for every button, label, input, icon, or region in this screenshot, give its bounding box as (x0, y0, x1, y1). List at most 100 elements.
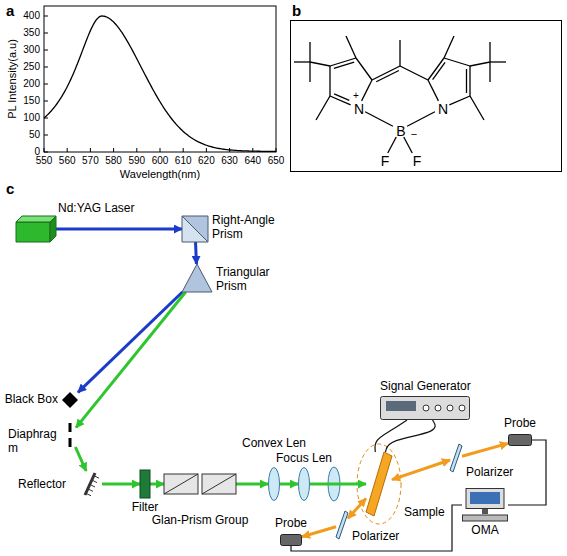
polarizer-plate: Polarizer (336, 511, 348, 539)
sample-cell: Sample (366, 452, 392, 516)
axis-tick: 550 (36, 155, 53, 167)
shape-part (381, 397, 470, 420)
shape-part (182, 216, 208, 242)
component-label: Probe (504, 417, 536, 431)
light-beam (236, 483, 268, 486)
shape-part (459, 405, 465, 411)
signal-wire (386, 420, 436, 452)
shape-part (281, 535, 302, 546)
double-bond (466, 69, 467, 93)
shape-part (164, 474, 198, 494)
shape-part (466, 489, 504, 509)
axis-tick: 200 (23, 78, 40, 90)
laser-source: Nd:YAG Laser (16, 216, 56, 242)
y-tick (44, 152, 48, 153)
shape-outline (366, 452, 392, 516)
shape-part (470, 492, 500, 504)
shape-part (336, 511, 348, 539)
signal-wire (375, 420, 407, 452)
shape-part (202, 474, 236, 494)
x-tick (160, 148, 161, 152)
diaphragm: Diaphrag m (64, 423, 76, 447)
bond (330, 96, 351, 105)
shape-part (299, 468, 310, 501)
axis-tick: 300 (23, 44, 40, 56)
y-tick (44, 16, 48, 17)
component-label: Polarizer (352, 530, 399, 544)
bond (470, 62, 490, 66)
triangular-prism: Triangular Prism (182, 264, 212, 292)
atom-label: N (354, 102, 364, 116)
light-beam (392, 460, 450, 480)
bond (362, 80, 372, 101)
light-beam (56, 228, 182, 231)
panel-letter: c (6, 180, 14, 197)
double-bond (433, 62, 445, 79)
component-label: Triangular Prism (216, 266, 288, 294)
bond (372, 66, 400, 80)
light-beam (302, 527, 336, 537)
beam-dump: Black Box (62, 392, 78, 408)
light-beam (76, 292, 186, 428)
shape-part (16, 216, 56, 222)
component-label: Polarizer (466, 466, 513, 480)
shape-outline (182, 264, 212, 292)
axis-tick: 610 (175, 155, 192, 167)
y-tick (44, 50, 48, 51)
atom-label: F (413, 154, 422, 168)
light-beam (194, 242, 198, 264)
shape-outline (16, 216, 56, 242)
y-tick (44, 135, 48, 136)
signal-wire (508, 440, 546, 505)
light-beam (102, 483, 140, 486)
shape-part (447, 405, 453, 411)
structure-panel: N+NB−FF (290, 20, 562, 172)
shape-outline (82, 471, 102, 497)
light-beam (310, 483, 366, 486)
shape-part (93, 481, 97, 483)
shape-part (140, 470, 150, 498)
bond (489, 42, 490, 62)
shape-part (386, 401, 416, 411)
double-bond (334, 62, 354, 68)
shape-part (423, 405, 429, 411)
bond (469, 66, 470, 96)
light-beam (78, 292, 182, 392)
lens: Focus Len (298, 467, 310, 501)
shape-outline (336, 511, 348, 539)
axis-title: Wavelength(nm) (120, 168, 200, 181)
oma-computer: OMA (462, 488, 508, 522)
axis-tick: 100 (23, 112, 40, 124)
shape-part (164, 474, 198, 494)
shape-part (62, 392, 78, 408)
bond (470, 96, 484, 120)
bond (329, 66, 330, 96)
axis-tick: 570 (82, 155, 99, 167)
component-label: Filter (132, 501, 159, 515)
bond (400, 66, 428, 80)
shape-outline (62, 392, 78, 408)
bond (490, 61, 506, 62)
shape-outline (268, 467, 280, 501)
right-angle-prism: Right-Angle Prism (182, 216, 208, 242)
bond (316, 96, 330, 120)
bond (388, 137, 396, 153)
plot-frame (44, 6, 276, 152)
component-label: Probe (275, 517, 307, 531)
lens: Convex Len (268, 467, 280, 501)
atom-label: F (381, 154, 390, 168)
component-label: Focus Len (276, 452, 332, 466)
x-tick (183, 148, 184, 152)
shape-part (85, 473, 95, 495)
component-label: Reflector (18, 478, 66, 492)
x-tick (136, 148, 137, 152)
shape-outline (280, 534, 302, 546)
x-tick (44, 148, 45, 152)
component-label: Signal Generator (380, 380, 471, 394)
y-tick (44, 101, 48, 102)
shape-part (182, 216, 208, 242)
component-label: Convex Len (242, 437, 306, 451)
signal-generator: Signal Generator (380, 396, 470, 420)
bond (449, 96, 470, 105)
shape-part (182, 264, 212, 292)
